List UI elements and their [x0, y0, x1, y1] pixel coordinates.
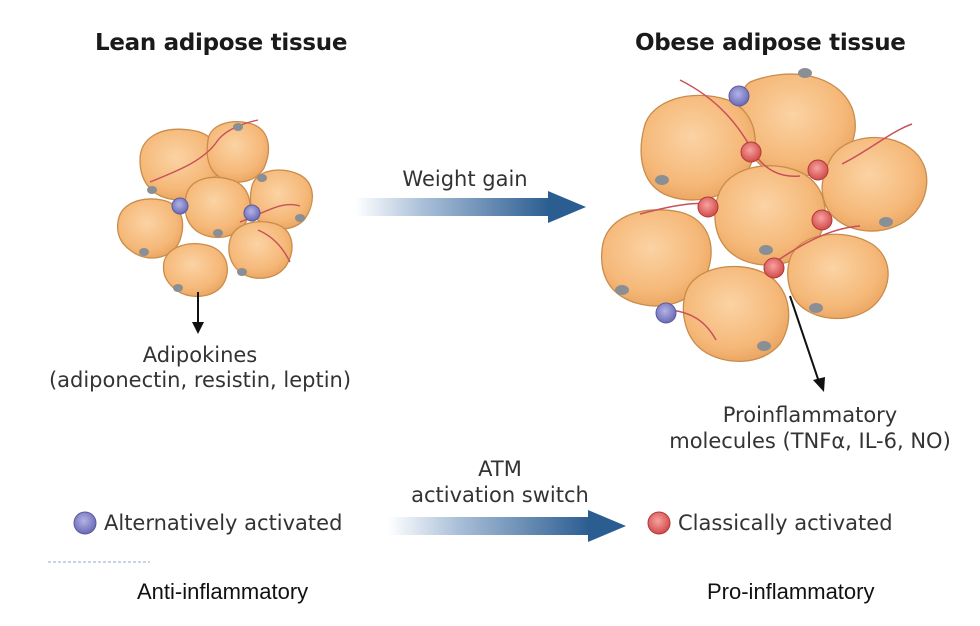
macrophage-classic: [811, 209, 833, 231]
adipocyte: [228, 221, 293, 279]
nucleus: [757, 341, 771, 351]
nucleus: [295, 214, 305, 222]
obese-tissue-cluster: [600, 68, 928, 392]
weight-gain-arrow: [355, 191, 586, 223]
macrophage-alt: [243, 204, 261, 222]
atm-label-line2: activation switch: [411, 483, 589, 507]
atm-switch-arrow: [388, 510, 626, 542]
adipocyte: [821, 136, 928, 232]
nucleus: [615, 285, 629, 295]
adipocyte: [787, 233, 889, 320]
atm-label-line1: ATM: [478, 457, 522, 481]
obese-title: Obese adipose tissue: [635, 30, 906, 56]
nucleus: [257, 174, 267, 182]
adipokines-label-line1: Adipokines: [142, 343, 258, 367]
adipocyte: [682, 265, 790, 362]
macrophage-alt: [171, 197, 189, 215]
adipokines-arrowhead: [192, 322, 204, 334]
proinflammatory-label-line2: molecules (TNFα, IL-6, NO): [669, 429, 951, 453]
weight-gain-label: Weight gain: [402, 167, 528, 191]
nucleus: [139, 248, 149, 256]
lean-tissue-cluster: [116, 119, 313, 334]
nucleus: [173, 284, 183, 292]
macrophage-classic: [740, 141, 762, 163]
nucleus: [237, 268, 247, 276]
proinflammatory-arrowhead: [813, 377, 825, 392]
nucleus: [809, 303, 823, 313]
alternatively-activated-label: Alternatively activated: [104, 511, 343, 535]
macrophage-classic: [807, 159, 829, 181]
nucleus: [213, 229, 223, 237]
nucleus: [798, 68, 812, 78]
nucleus: [147, 186, 157, 194]
adipocyte: [206, 121, 270, 183]
macrophage-classic: [763, 257, 785, 279]
anti-inflammatory-label: Anti-inflammatory: [137, 579, 309, 604]
proinflammatory-arrow: [789, 295, 820, 383]
adipocyte: [162, 243, 228, 297]
proinflammatory-label-line1: Proinflammatory: [722, 403, 898, 427]
macrophage-alt: [655, 302, 677, 324]
lean-title: Lean adipose tissue: [95, 30, 348, 56]
macrophage-classic: [697, 196, 719, 218]
adipokines-label-line2: (adiponectin, resistin, leptin): [48, 368, 352, 392]
pro-inflammatory-label: Pro-inflammatory: [707, 579, 875, 604]
blood-vessel: [257, 229, 291, 263]
classically-activated-label: Classically activated: [678, 511, 893, 535]
adipocyte: [116, 198, 184, 259]
nucleus: [759, 245, 773, 255]
blood-vessel: [239, 203, 301, 223]
legend-alt-macrophage-icon: [73, 511, 97, 535]
blood-vessel: [841, 123, 913, 165]
legend-classic-macrophage-icon: [647, 511, 671, 535]
nucleus: [655, 175, 669, 185]
macrophage-alt: [728, 85, 750, 107]
adipocyte: [184, 176, 251, 239]
nucleus: [879, 217, 893, 227]
nucleus: [233, 123, 243, 131]
